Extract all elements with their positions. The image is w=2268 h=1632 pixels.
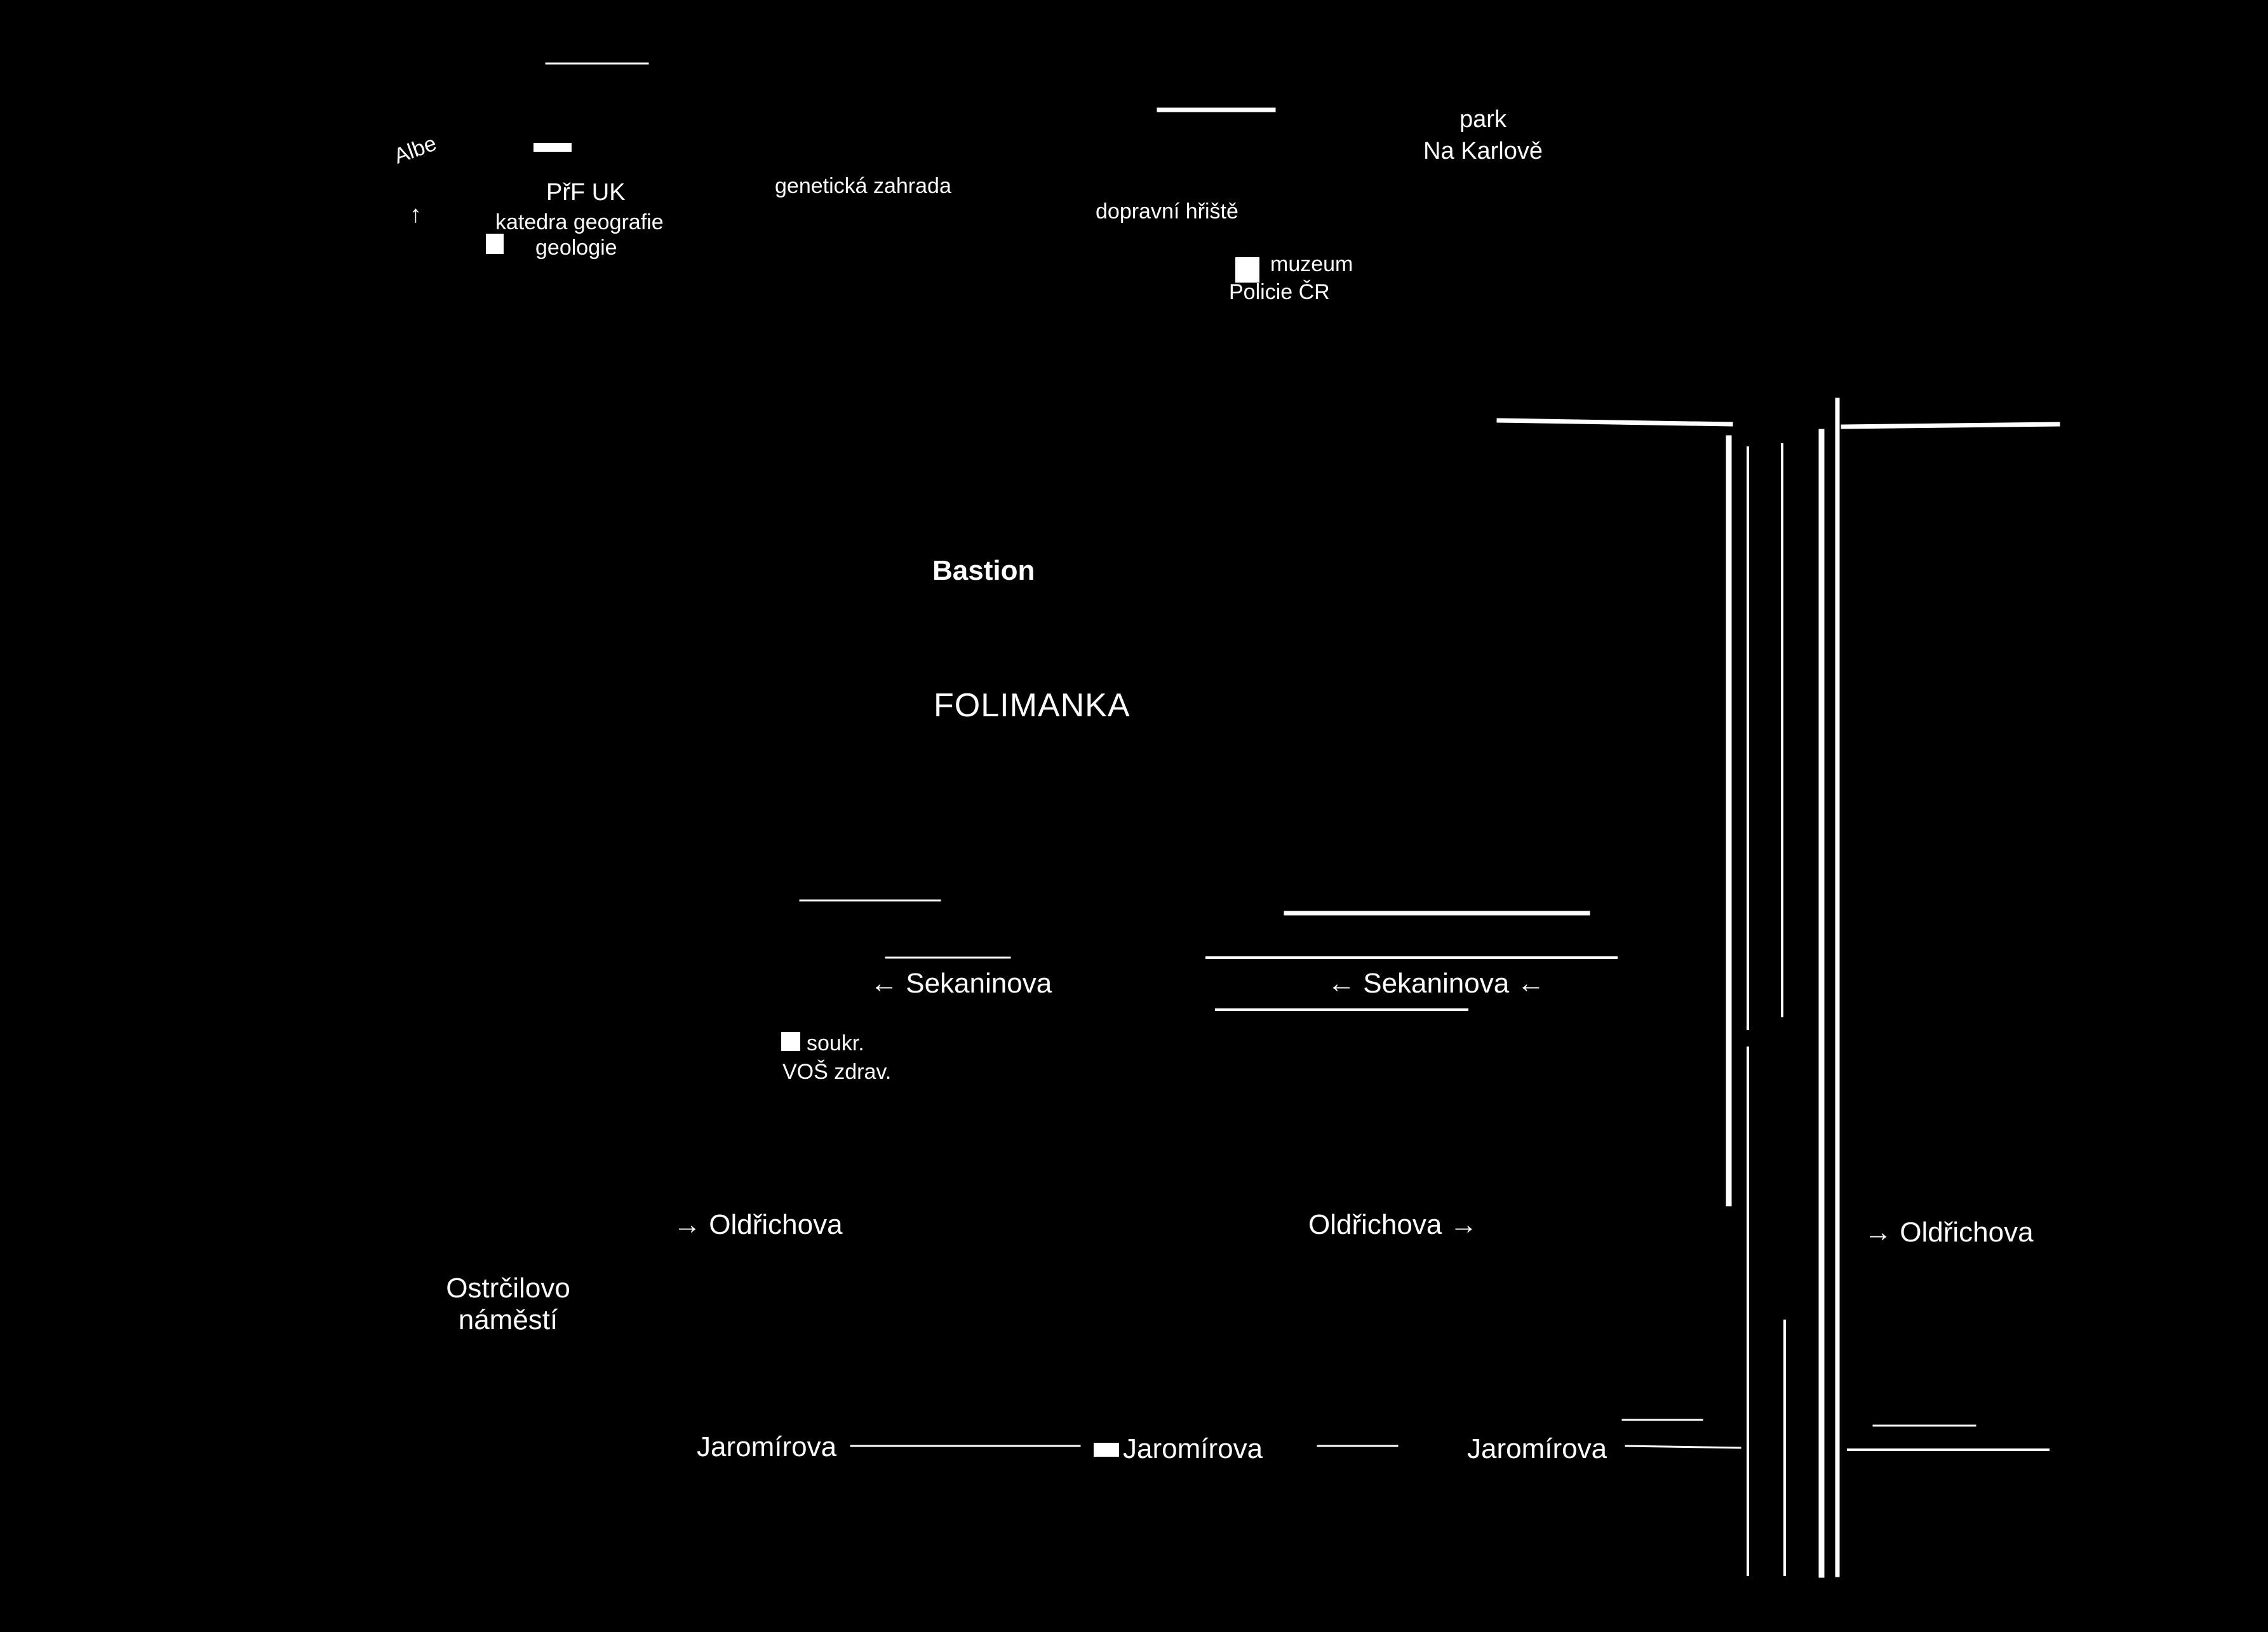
prf-uk-label: PřF UK bbox=[546, 179, 626, 206]
katedra-geografie-label: katedra geografie bbox=[495, 210, 664, 234]
oldrichova-street-3: → Oldřichova bbox=[1864, 1217, 2034, 1248]
geologie-label: geologie bbox=[535, 236, 617, 260]
namesti-label: náměstí bbox=[458, 1304, 558, 1335]
geology-icon bbox=[486, 234, 504, 254]
museum-icon bbox=[1235, 257, 1259, 283]
geneticka-zahrada-label: genetická zahrada bbox=[775, 174, 951, 198]
oldrichova-street-2: Oldřichova → bbox=[1308, 1209, 1478, 1240]
ostrcilovo-label: Ostrčilovo bbox=[446, 1273, 570, 1304]
north-arrow-icon: ↑ bbox=[410, 201, 422, 228]
park-label: park bbox=[1459, 106, 1506, 133]
school-icon bbox=[781, 1032, 800, 1051]
vos-zdrav-label: VOŠ zdrav. bbox=[782, 1060, 892, 1084]
building-icon bbox=[533, 143, 572, 152]
jaromirova-street-2: Jaromírova bbox=[1123, 1433, 1263, 1464]
bastion-label: Bastion bbox=[932, 555, 1035, 586]
na-karlove-label: Na Karlově bbox=[1423, 138, 1543, 164]
cafe-icon bbox=[1094, 1443, 1119, 1457]
jaromirova-street-3: Jaromírova bbox=[1467, 1433, 1607, 1464]
road-top-left bbox=[1496, 418, 1733, 427]
policie-cr-label: Policie ČR bbox=[1229, 280, 1330, 304]
sekaninova-street-2: ← Sekaninova ← bbox=[1327, 968, 1545, 999]
oldrichova-street-1: → Oldřichova bbox=[673, 1209, 843, 1240]
road-top-right bbox=[1841, 422, 2060, 429]
jaromirova-street-1: Jaromírova bbox=[697, 1431, 837, 1462]
soukr-label: soukr. bbox=[807, 1031, 864, 1055]
folimanka-label: FOLIMANKA bbox=[934, 687, 1131, 724]
dopravni-hriste-label: dopravní hřiště bbox=[1096, 199, 1238, 224]
sekaninova-street-1: ← Sekaninova bbox=[870, 968, 1052, 999]
muzeum-label: muzeum bbox=[1270, 252, 1353, 276]
jaromirova-line-3 bbox=[1625, 1445, 1741, 1449]
